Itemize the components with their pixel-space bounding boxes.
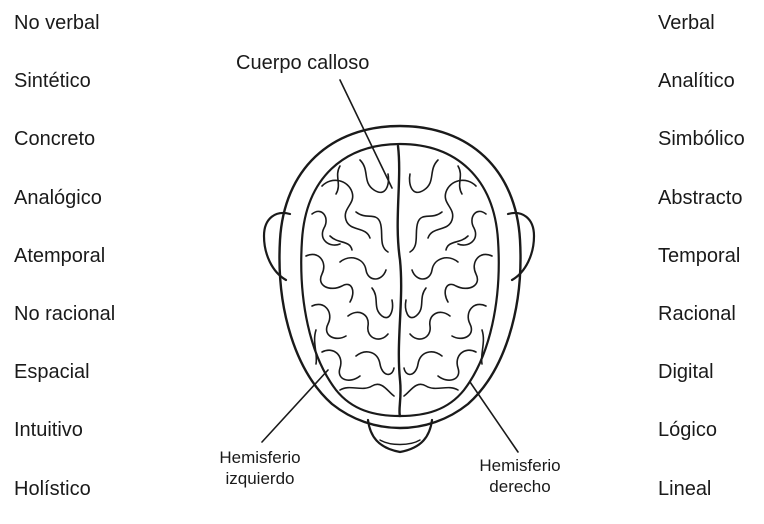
- right-hemisphere-leader-line: [470, 382, 518, 452]
- corpus-callosum-label: Cuerpo calloso: [236, 52, 369, 74]
- right-hemisphere-label-line1: Hemisferio: [462, 455, 578, 476]
- left-hemisphere-label-line1: Hemisferio: [205, 447, 315, 468]
- brain-top-view-diagram: [0, 0, 764, 500]
- right-hemisphere-label-line2: derecho: [462, 476, 578, 497]
- right-hemisphere-label: Hemisferio derecho: [462, 455, 578, 497]
- left-hemisphere-label: Hemisferio izquierdo: [205, 447, 315, 489]
- left-hemisphere-leader-line: [262, 370, 328, 442]
- left-hemisphere-label-line2: izquierdo: [205, 468, 315, 489]
- right-hemisphere-gyri: [404, 160, 492, 396]
- longitudinal-fissure: [398, 146, 401, 416]
- left-ear: [264, 213, 290, 280]
